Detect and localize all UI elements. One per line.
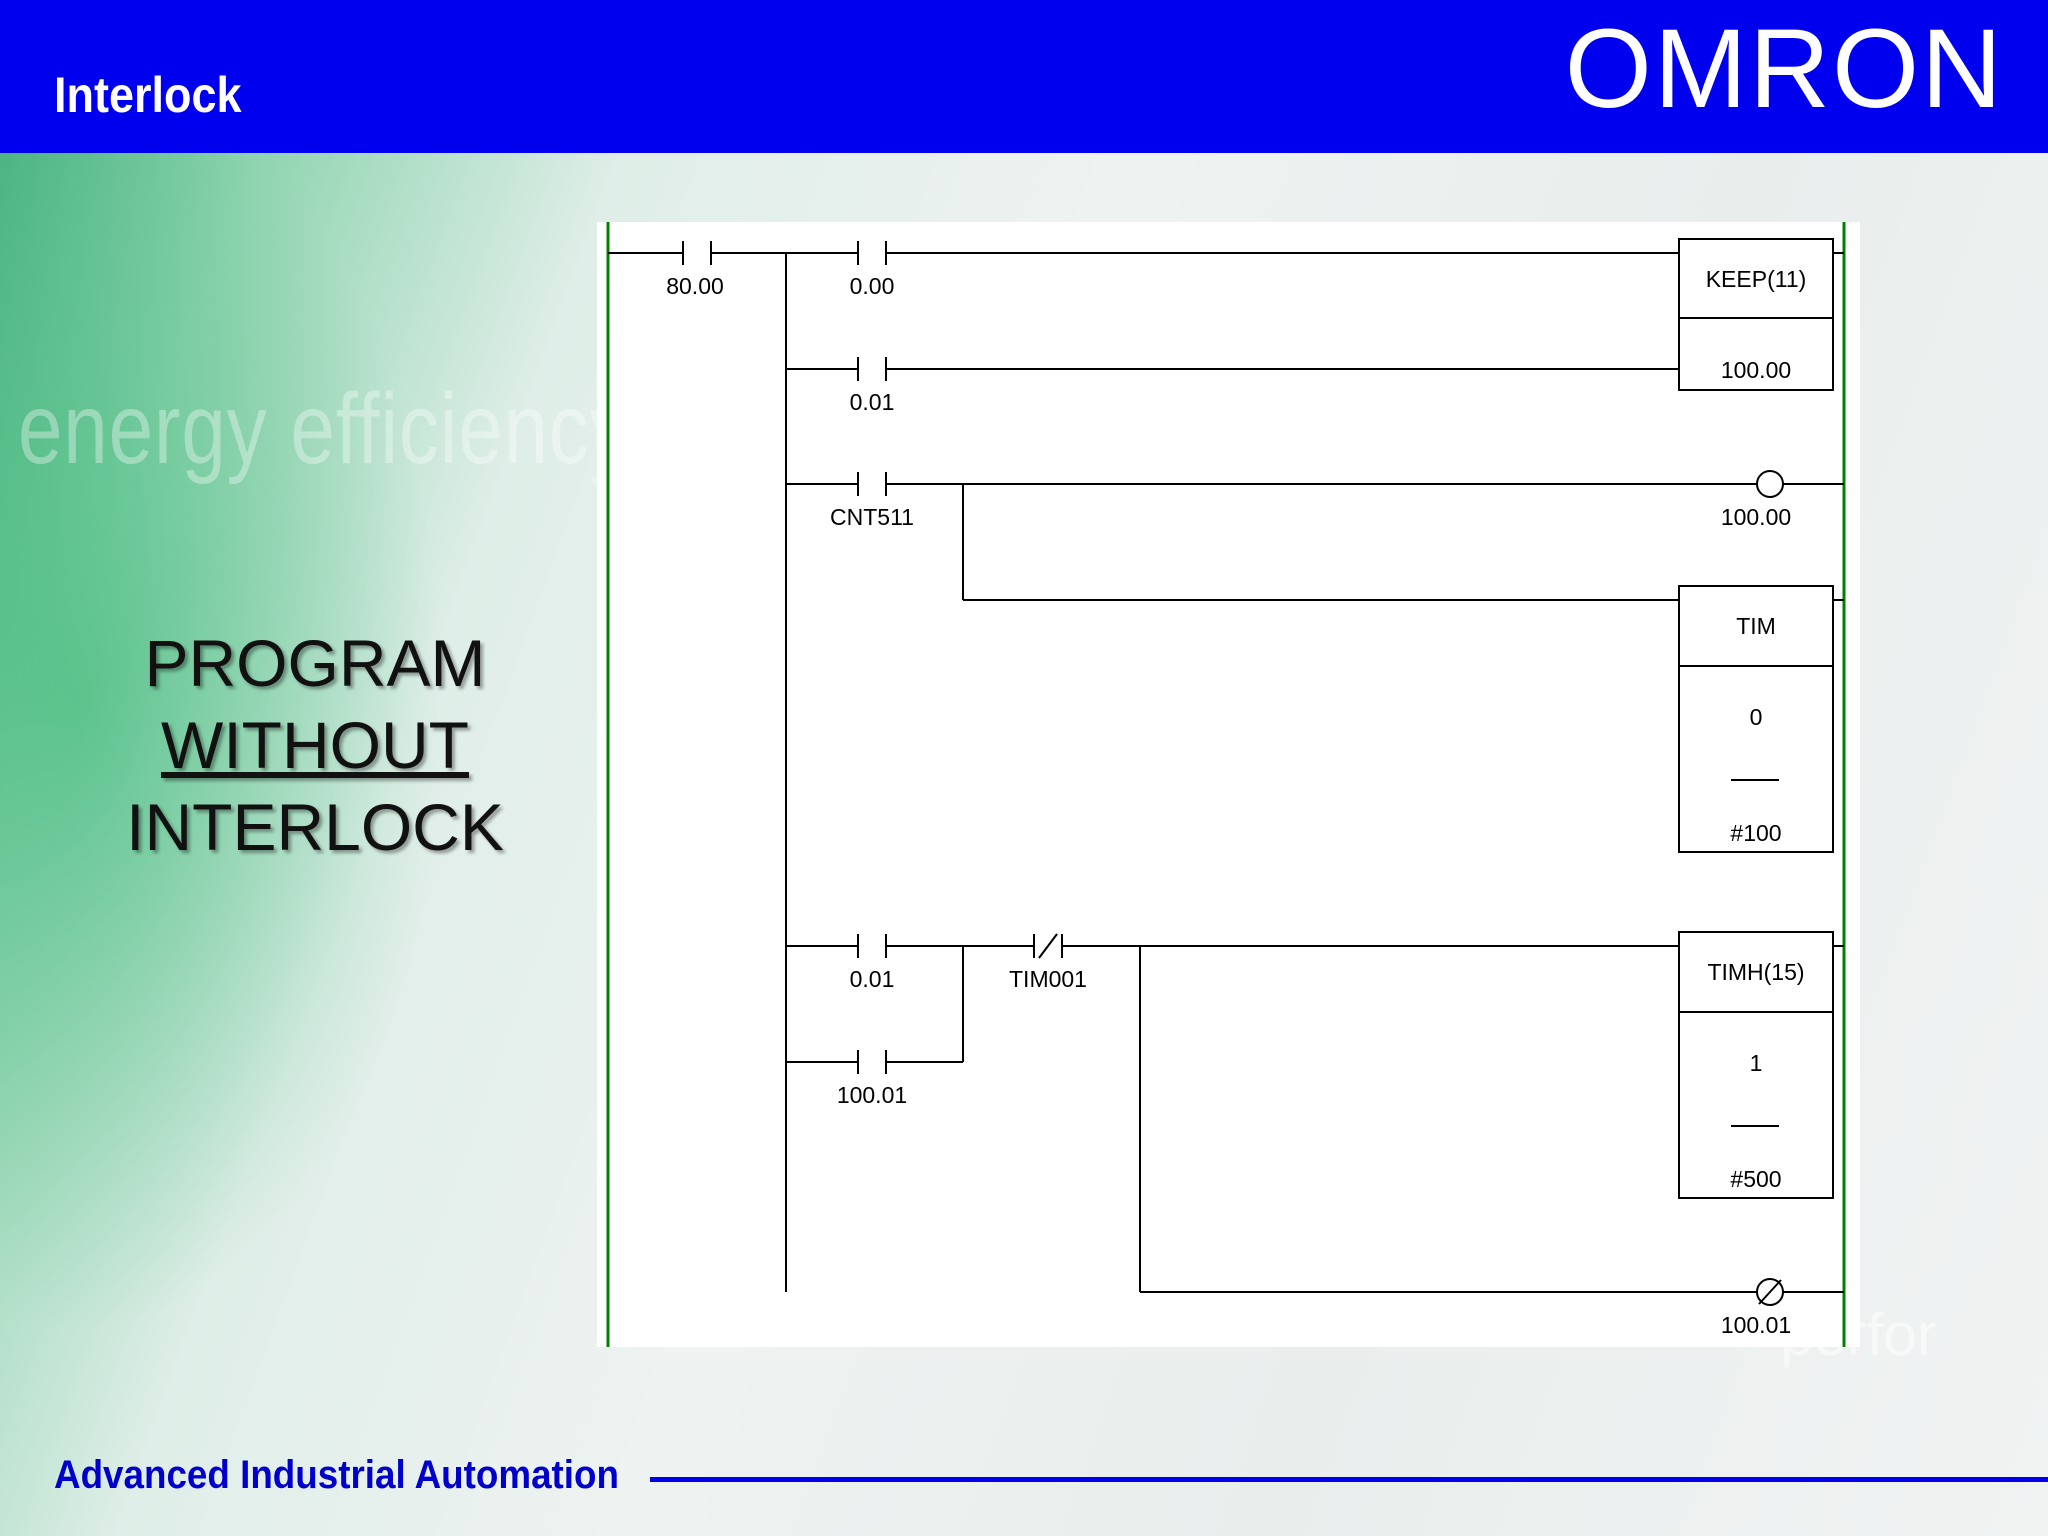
footer-rule bbox=[650, 1477, 2048, 1482]
coil-100-00 bbox=[1756, 470, 1784, 498]
nc-slash bbox=[1038, 933, 1058, 959]
omron-logo: OMRON bbox=[1564, 6, 2004, 131]
footer-title: Advanced Industrial Automation bbox=[54, 1453, 619, 1497]
coil-100-00-label: 100.00 bbox=[1721, 504, 1791, 530]
contact-0-01-b-label: 0.01 bbox=[850, 966, 895, 992]
title-bar: Interlock OMRON bbox=[0, 0, 2048, 153]
slide-title: Interlock bbox=[54, 67, 242, 123]
tim-name: TIM bbox=[1736, 613, 1776, 639]
contact-0-01-label: 0.01 bbox=[850, 389, 895, 415]
background-watermark: energy efficiency bbox=[18, 373, 631, 485]
tim-setpoint: #100 bbox=[1730, 820, 1781, 846]
timh-setpoint: #500 bbox=[1730, 1166, 1781, 1192]
contact-80-00-label: 80.00 bbox=[666, 273, 724, 299]
tim-instruction-box bbox=[1678, 585, 1834, 853]
coil-100-01-label: 100.01 bbox=[1721, 1312, 1791, 1338]
ladder-diagram: 80.00 0.00 0.01 CNT511 0.01 100.01 TIM00… bbox=[597, 222, 1860, 1347]
keep-instruction-box bbox=[1678, 238, 1834, 391]
timh-name: TIMH(15) bbox=[1707, 959, 1804, 985]
keep-address: 100.00 bbox=[1721, 357, 1791, 383]
keep-name: KEEP(11) bbox=[1706, 266, 1807, 292]
contact-cnt511-label: CNT511 bbox=[830, 504, 914, 530]
timh-number: 1 bbox=[1750, 1050, 1763, 1076]
timh-instruction-box bbox=[1678, 931, 1834, 1199]
program-label-line1: PROGRAM bbox=[144, 626, 486, 700]
program-label: PROGRAM WITHOUT INTERLOCK bbox=[90, 622, 540, 868]
contact-tim001-label: TIM001 bbox=[1009, 966, 1087, 992]
contact-0-00-label: 0.00 bbox=[850, 273, 895, 299]
ladder-diagram-svg: 80.00 0.00 0.01 CNT511 0.01 100.01 TIM00… bbox=[606, 222, 1846, 1347]
program-label-line2: WITHOUT bbox=[161, 708, 469, 782]
tim-number: 0 bbox=[1750, 704, 1763, 730]
coil-100-01 bbox=[1756, 1278, 1784, 1306]
contact-100-01-label: 100.01 bbox=[837, 1082, 907, 1108]
program-label-line3: INTERLOCK bbox=[126, 790, 504, 864]
